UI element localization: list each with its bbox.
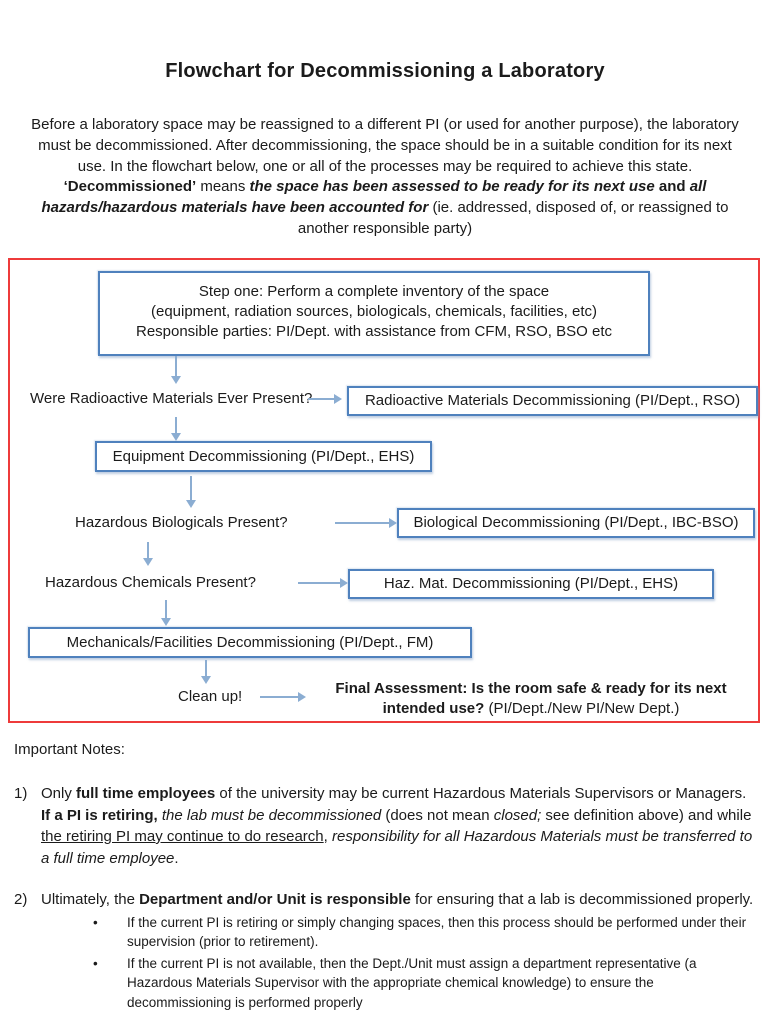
- question-radioactive: Were Radioactive Materials Ever Present?: [30, 390, 313, 407]
- notes-heading: Important Notes:: [14, 741, 125, 758]
- intro-paragraph: Before a laboratory space may be reassig…: [22, 115, 748, 240]
- intro-text: means: [196, 178, 250, 196]
- flow-box-mechanicals: Mechanicals/Facilities Decommissioning (…: [28, 627, 472, 658]
- note-2-number: 2): [14, 891, 28, 908]
- note-1-text: ,: [323, 828, 332, 845]
- note-1-text: see definition above) and while: [541, 806, 752, 824]
- note-1-text: Only: [41, 785, 77, 802]
- arrow-down-icon: [171, 417, 181, 441]
- arrow-right-icon: [308, 394, 342, 404]
- flow-box-equipment: Equipment Decommissioning (PI/Dept., EHS…: [95, 441, 432, 472]
- final-assessment-question: Final Assessment: Is the room safe & rea…: [335, 680, 727, 717]
- flow-box-radioactive: Radioactive Materials Decommissioning (P…: [347, 386, 758, 416]
- note-1-text: .: [174, 849, 179, 867]
- flow-box-biological-label: Biological Decommissioning (PI/Dept., IB…: [413, 514, 739, 531]
- arrow-down-icon: [201, 660, 211, 684]
- arrow-down-icon: [161, 600, 171, 626]
- final-assessment-parties: (PI/Dept./New PI/New Dept.): [484, 700, 680, 717]
- arrow-right-icon: [260, 692, 306, 702]
- step-one-line-3: Responsible parties: PI/Dept. with assis…: [135, 323, 612, 340]
- bullet-item: • If the current PI is not available, th…: [41, 954, 758, 1013]
- arrow-right-icon: [298, 578, 348, 588]
- arrow-right-icon: [335, 518, 397, 528]
- question-chemicals: Hazardous Chemicals Present?: [45, 574, 256, 591]
- intro-text: Before a laboratory space may be reassig…: [31, 116, 739, 175]
- page-title: Flowchart for Decommissioning a Laborato…: [165, 60, 605, 82]
- note-2-text: Department and/or Unit is responsible: [139, 891, 411, 908]
- intro-definition-1: the space has been assessed to be ready …: [249, 178, 655, 196]
- note-1-number: 1): [14, 785, 28, 802]
- arrow-down-icon: [171, 356, 181, 384]
- final-assessment: Final Assessment: Is the room safe & rea…: [315, 679, 747, 719]
- note-1-text: of the university may be current Hazardo…: [215, 785, 747, 802]
- note-2: 2) Ultimately, the Department and/or Unit…: [14, 889, 758, 1012]
- important-notes-section: Important Notes: 1) Only full time employ…: [14, 740, 758, 1012]
- note-1-text: the lab must be decommissioned: [161, 806, 382, 824]
- flow-box-hazmat: Haz. Mat. Decommissioning (PI/Dept., EHS…: [348, 569, 714, 599]
- flow-box-mechanicals-label: Mechanicals/Facilities Decommissioning (…: [66, 633, 434, 651]
- step-one-line-2: (equipment, radiation sources, biologica…: [150, 303, 598, 320]
- note-1-text: responsibility for all Hazardous Materia…: [41, 828, 753, 867]
- intro-decommissioned-term: ‘Decommissioned’: [63, 178, 197, 196]
- question-biologicals: Hazardous Biologicals Present?: [75, 514, 288, 531]
- intro-text: (ie. addressed, disposed of, or reassign…: [297, 199, 729, 237]
- flowchart-frame: Step one: Perform a complete inventory o…: [8, 258, 760, 723]
- note-1-text: If a PI is retiring,: [41, 806, 158, 824]
- clean-up-label: Clean up!: [178, 688, 243, 705]
- note-2-text: Ultimately, the: [41, 891, 140, 908]
- bullet-1-text: If the current PI is retiring or simply …: [127, 914, 747, 950]
- flow-box-equipment-label: Equipment Decommissioning (PI/Dept., EHS…: [112, 447, 415, 465]
- note-1: 1) Only full time employees of the univer…: [14, 783, 758, 869]
- bullet-icon: •: [93, 955, 98, 971]
- bullet-2-text: If the current PI is not available, then…: [127, 955, 697, 1010]
- bullet-icon: •: [93, 914, 98, 930]
- step-one-line-1: Step one: Perform a complete inventory o…: [198, 283, 550, 300]
- note-1-text: the retiring PI may continue to do resea…: [41, 828, 324, 845]
- note-1-text: full time employees: [76, 785, 216, 802]
- flow-box-step-one: Step one: Perform a complete inventory o…: [98, 271, 650, 356]
- flow-box-biological: Biological Decommissioning (PI/Dept., IB…: [397, 508, 755, 538]
- intro-text: and: [654, 178, 690, 196]
- note-2-bullets: • If the current PI is retiring or simpl…: [41, 913, 758, 1013]
- note-2-text: for ensuring that a lab is decommissione…: [410, 891, 754, 908]
- flow-box-hazmat-label: Haz. Mat. Decommissioning (PI/Dept., EHS…: [383, 575, 679, 592]
- arrow-down-icon: [186, 476, 196, 508]
- bullet-item: • If the current PI is retiring or simpl…: [41, 913, 758, 952]
- intro-definition-2: all hazards/hazardous materials have bee…: [41, 178, 707, 217]
- arrow-down-icon: [143, 542, 153, 566]
- flow-box-radioactive-label: Radioactive Materials Decommissioning (P…: [364, 392, 741, 409]
- note-1-text: closed;: [493, 806, 542, 824]
- note-1-text: (does not mean: [381, 806, 494, 824]
